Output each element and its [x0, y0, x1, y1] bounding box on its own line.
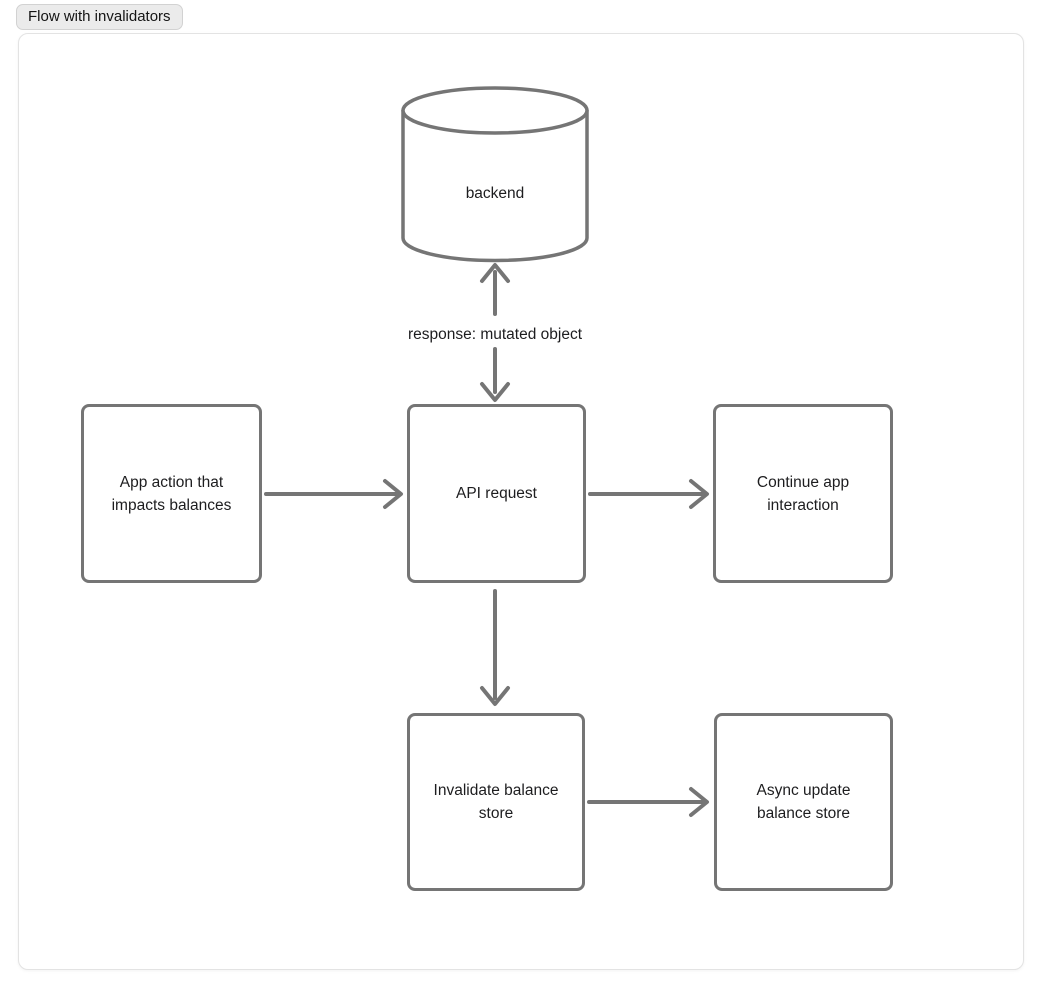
- diagram-title-badge[interactable]: Flow with invalidators: [16, 4, 183, 30]
- arrow-appaction-to-api: [264, 479, 403, 509]
- node-invalidate-store[interactable]: Invalidate balance store: [407, 713, 585, 891]
- arrow-invalidate-to-async: [587, 787, 709, 817]
- arrow-backend-to-api: [480, 347, 510, 402]
- arrow-api-to-invalidate: [480, 589, 510, 706]
- node-api-request[interactable]: API request: [407, 404, 586, 583]
- backend-cylinder-shape[interactable]: [401, 86, 589, 263]
- arrow-api-to-continue: [588, 479, 709, 509]
- arrow-api-to-backend: [480, 263, 510, 316]
- node-continue-app[interactable]: Continue app interaction: [713, 404, 893, 583]
- node-backend-label: backend: [465, 185, 525, 202]
- node-async-update[interactable]: Async update balance store: [714, 713, 893, 891]
- node-app-action[interactable]: App action that impacts balances: [81, 404, 262, 583]
- edge-label-response: response: mutated object: [345, 325, 645, 345]
